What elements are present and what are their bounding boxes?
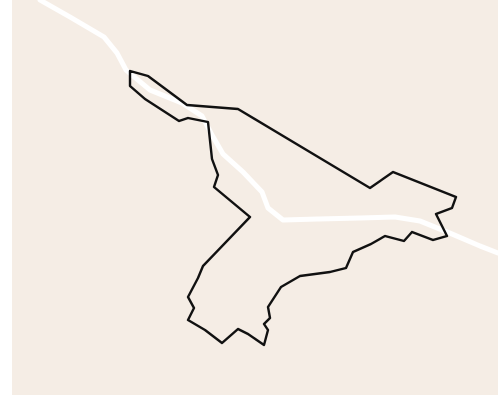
map-land-area (12, 0, 498, 395)
region-boundary[interactable] (128, 69, 458, 347)
main-road (37, 0, 498, 256)
